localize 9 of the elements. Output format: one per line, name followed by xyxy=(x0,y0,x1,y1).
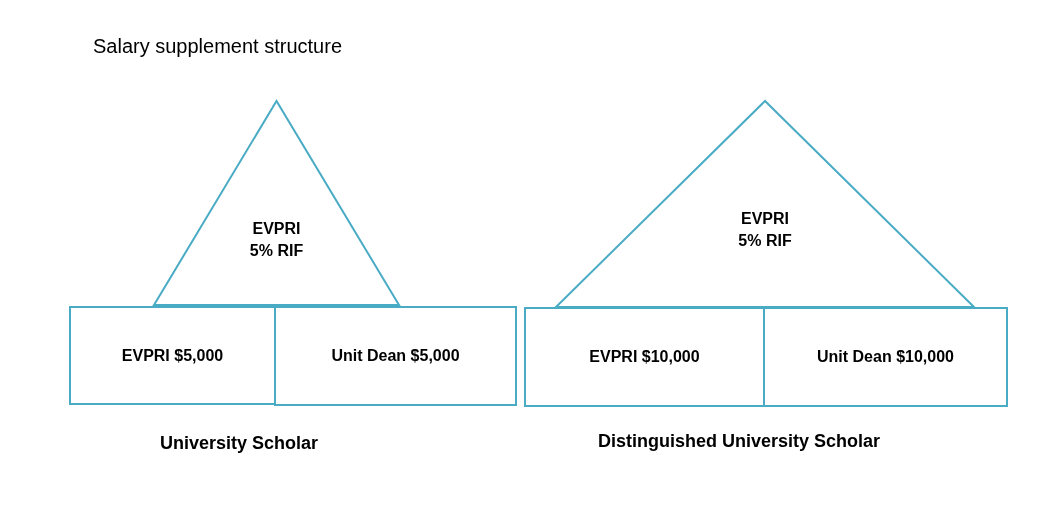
funding-label: EVPRI 5% RIF xyxy=(737,209,793,251)
funding-label: EVPRI 5% RIF xyxy=(248,219,305,261)
funding-cell: Unit Dean $10,000 xyxy=(763,307,1008,407)
diagram-title: Salary supplement structure xyxy=(93,35,342,58)
group-caption: Distinguished University Scholar xyxy=(598,431,881,452)
group-caption: University Scholar xyxy=(160,433,319,454)
funding-cell: EVPRI $10,000 xyxy=(524,307,765,407)
funding-cell: Unit Dean $5,000 xyxy=(274,306,517,406)
funding-cell: EVPRI $5,000 xyxy=(69,306,276,405)
